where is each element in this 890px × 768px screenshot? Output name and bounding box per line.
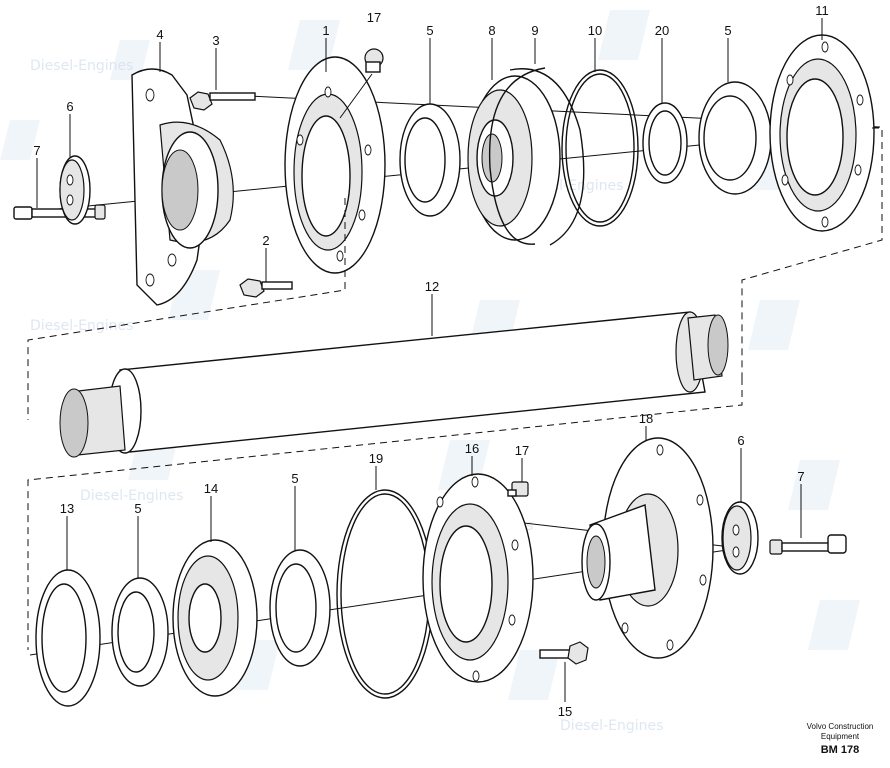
callout-2: 2 [262, 233, 269, 248]
part-17-grease-nipple-bottom [507, 481, 529, 497]
part-16-cover [422, 473, 534, 683]
callout-14: 14 [204, 481, 218, 496]
caption-brand: Volvo Construction Equipment [806, 722, 874, 741]
callout-16: 16 [465, 441, 479, 456]
part-7-bolt-bottom [769, 534, 847, 555]
caption-code: BM 178 [820, 744, 860, 756]
part-5-seal-top [399, 103, 461, 217]
part-3-bolt [189, 91, 256, 111]
callout-18: 18 [639, 411, 653, 426]
part-12-shaft [59, 311, 729, 458]
dashed-connector-left [27, 198, 346, 420]
callout-11: 11 [815, 3, 829, 18]
dashed-connector-right [741, 127, 883, 378]
callout-17-top: 17 [367, 10, 381, 25]
callout-6-bottom: 6 [737, 433, 744, 448]
callout-7-top: 7 [33, 143, 40, 158]
callout-15: 15 [558, 704, 572, 719]
callout-5-bottom-1: 5 [134, 501, 141, 516]
callout-13: 13 [60, 501, 74, 516]
callout-17-bottom: 17 [515, 443, 529, 458]
callout-5-top: 5 [426, 23, 433, 38]
part-6-washer-bottom [721, 501, 759, 575]
part-18-flange [581, 437, 714, 659]
callout-8: 8 [488, 23, 495, 38]
callout-leaders [36, 18, 823, 702]
watermark-text-3: Diesel-Engines [30, 318, 133, 334]
part-1-housing [284, 56, 386, 274]
callout-12: 12 [425, 279, 439, 294]
part-7-bolt [13, 204, 106, 220]
dashed-connector-lower [27, 378, 743, 650]
part-9-circlip [488, 67, 585, 246]
part-13-seal [35, 569, 101, 707]
part-10-o-ring [561, 69, 639, 227]
part-2-bolt [239, 278, 293, 298]
part-6-washer [59, 155, 91, 225]
part-5-seal-bottom-1 [111, 577, 169, 687]
part-5-seal-bottom-2 [269, 549, 331, 667]
callout-20: 20 [655, 23, 669, 38]
callout-numbers: 1 2 3 4 5 6 7 8 9 10 20 5 11 17 12 13 5 … [33, 3, 828, 719]
callout-6-top: 6 [66, 99, 73, 114]
callout-10: 10 [588, 23, 602, 38]
part-14-bearing [172, 539, 258, 697]
part-5-seal-top-right [698, 81, 772, 195]
watermark-text-1: Diesel-Engines [30, 58, 133, 74]
part-8-bearing [467, 75, 561, 241]
part-11-cover [769, 34, 875, 232]
watermark-text-7: Diesel-Engines [560, 718, 663, 734]
callout-19: 19 [369, 451, 383, 466]
callout-3: 3 [212, 33, 219, 48]
part-17-grease-nipple [339, 48, 384, 119]
part-20-ring [642, 102, 688, 184]
part-19-o-ring [336, 489, 434, 699]
callout-7-bottom: 7 [797, 469, 804, 484]
callout-4: 4 [156, 27, 163, 42]
callout-1: 1 [322, 23, 329, 38]
part-4-flange [131, 68, 234, 306]
part-15-bolt [539, 641, 589, 665]
callout-5-bottom-2: 5 [291, 471, 298, 486]
watermark-text-5: Diesel-Engines [80, 488, 183, 504]
callout-5-top-right: 5 [724, 23, 731, 38]
callout-9: 9 [531, 23, 538, 38]
